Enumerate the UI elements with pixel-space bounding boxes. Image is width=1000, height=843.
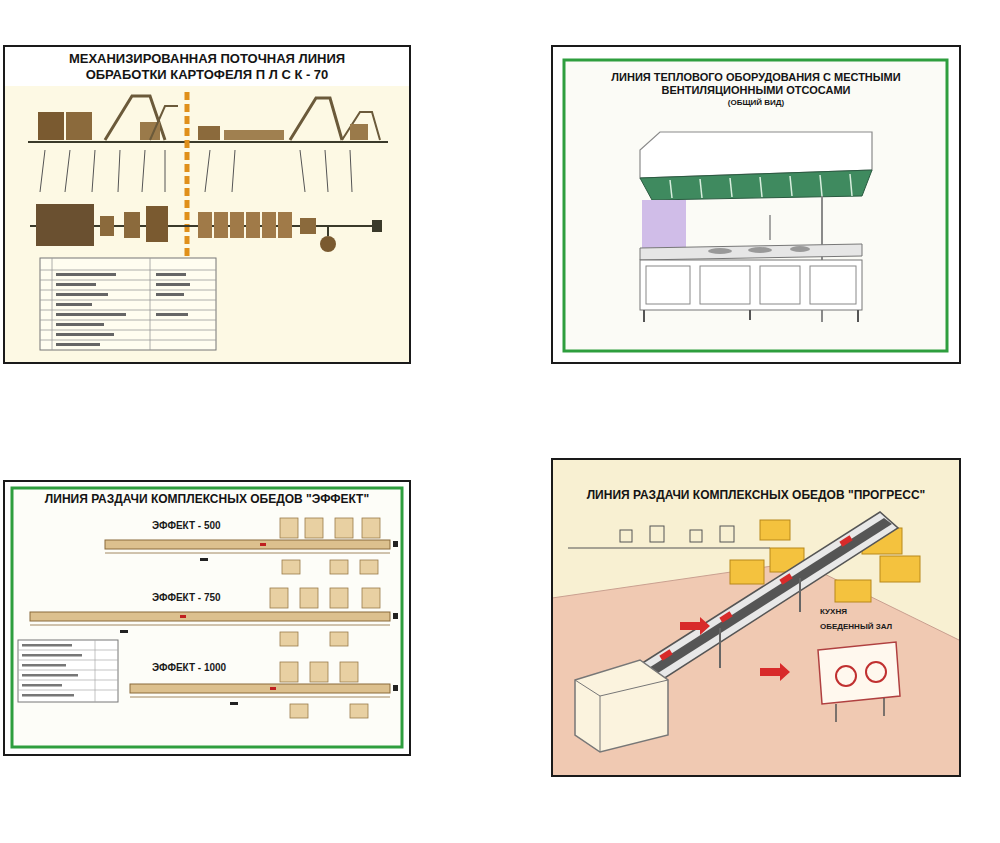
poster-label: ЭФФЕКТ - 1000 <box>150 662 228 673</box>
poster-title: ЛИНИЯ ТЕПЛОВОГО ОБОРУДОВАНИЯ С МЕСТНЫМИ … <box>606 71 906 97</box>
poster-label: ЭФФЕКТ - 500 <box>150 520 223 531</box>
poster-panel: ЛИНИЯ ТЕПЛОВОГО ОБОРУДОВАНИЯ С МЕСТНЫМИ … <box>551 45 961 364</box>
poster-label: КУХНЯ <box>818 607 849 616</box>
poster-title: МЕХАНИЗИРОВАННАЯ ПОТОЧНАЯ ЛИНИЯ ОБРАБОТК… <box>32 51 382 84</box>
poster-label: ОБЕДЕННЫЙ ЗАЛ <box>818 622 894 631</box>
poster-title: ЛИНИЯ РАЗДАЧИ КОМПЛЕКСНЫХ ОБЕДОВ "ПРОГРЕ… <box>571 488 941 502</box>
progress-line-illustration <box>552 459 959 775</box>
poster-title: ЛИНИЯ РАЗДАЧИ КОМПЛЕКСНЫХ ОБЕДОВ "ЭФФЕКТ… <box>22 492 392 506</box>
thermal-line-illustration <box>552 46 959 362</box>
poster-label: ЭФФЕКТ - 750 <box>150 592 223 603</box>
poster-subtitle: (ОБЩИЙ ВИД) <box>606 98 906 108</box>
poster-panel: МЕХАНИЗИРОВАННАЯ ПОТОЧНАЯ ЛИНИЯ ОБРАБОТК… <box>3 45 411 364</box>
potato-line-illustration <box>4 46 409 362</box>
poster-panel: ЛИНИЯ РАЗДАЧИ КОМПЛЕКСНЫХ ОБЕДОВ "ПРОГРЕ… <box>551 458 961 777</box>
effekt-line-illustration <box>4 481 409 754</box>
